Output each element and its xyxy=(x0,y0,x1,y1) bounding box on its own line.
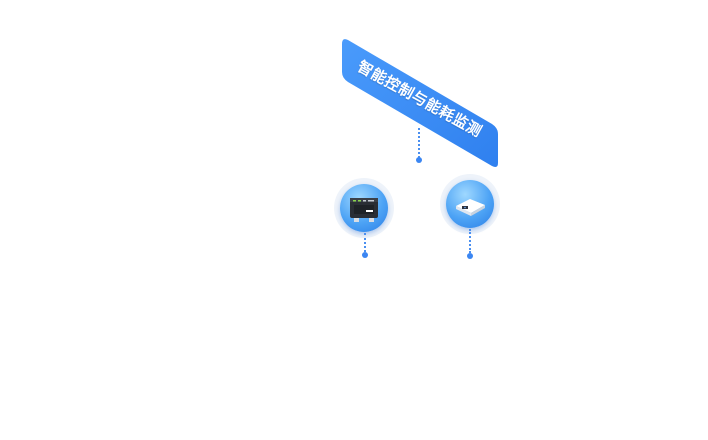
title-banner xyxy=(342,38,499,169)
meter-connector-line xyxy=(469,229,473,253)
white-meter-box-icon xyxy=(446,180,494,228)
banner-connector-dot xyxy=(416,157,422,163)
device-node-meter xyxy=(440,174,500,234)
device-node-controller xyxy=(334,178,394,238)
controller-connector-line xyxy=(364,233,368,252)
controller-connector-dot xyxy=(362,252,368,258)
controller-module-icon xyxy=(340,184,388,232)
meter-connector-dot xyxy=(467,253,473,259)
banner-connector-line xyxy=(418,128,422,158)
